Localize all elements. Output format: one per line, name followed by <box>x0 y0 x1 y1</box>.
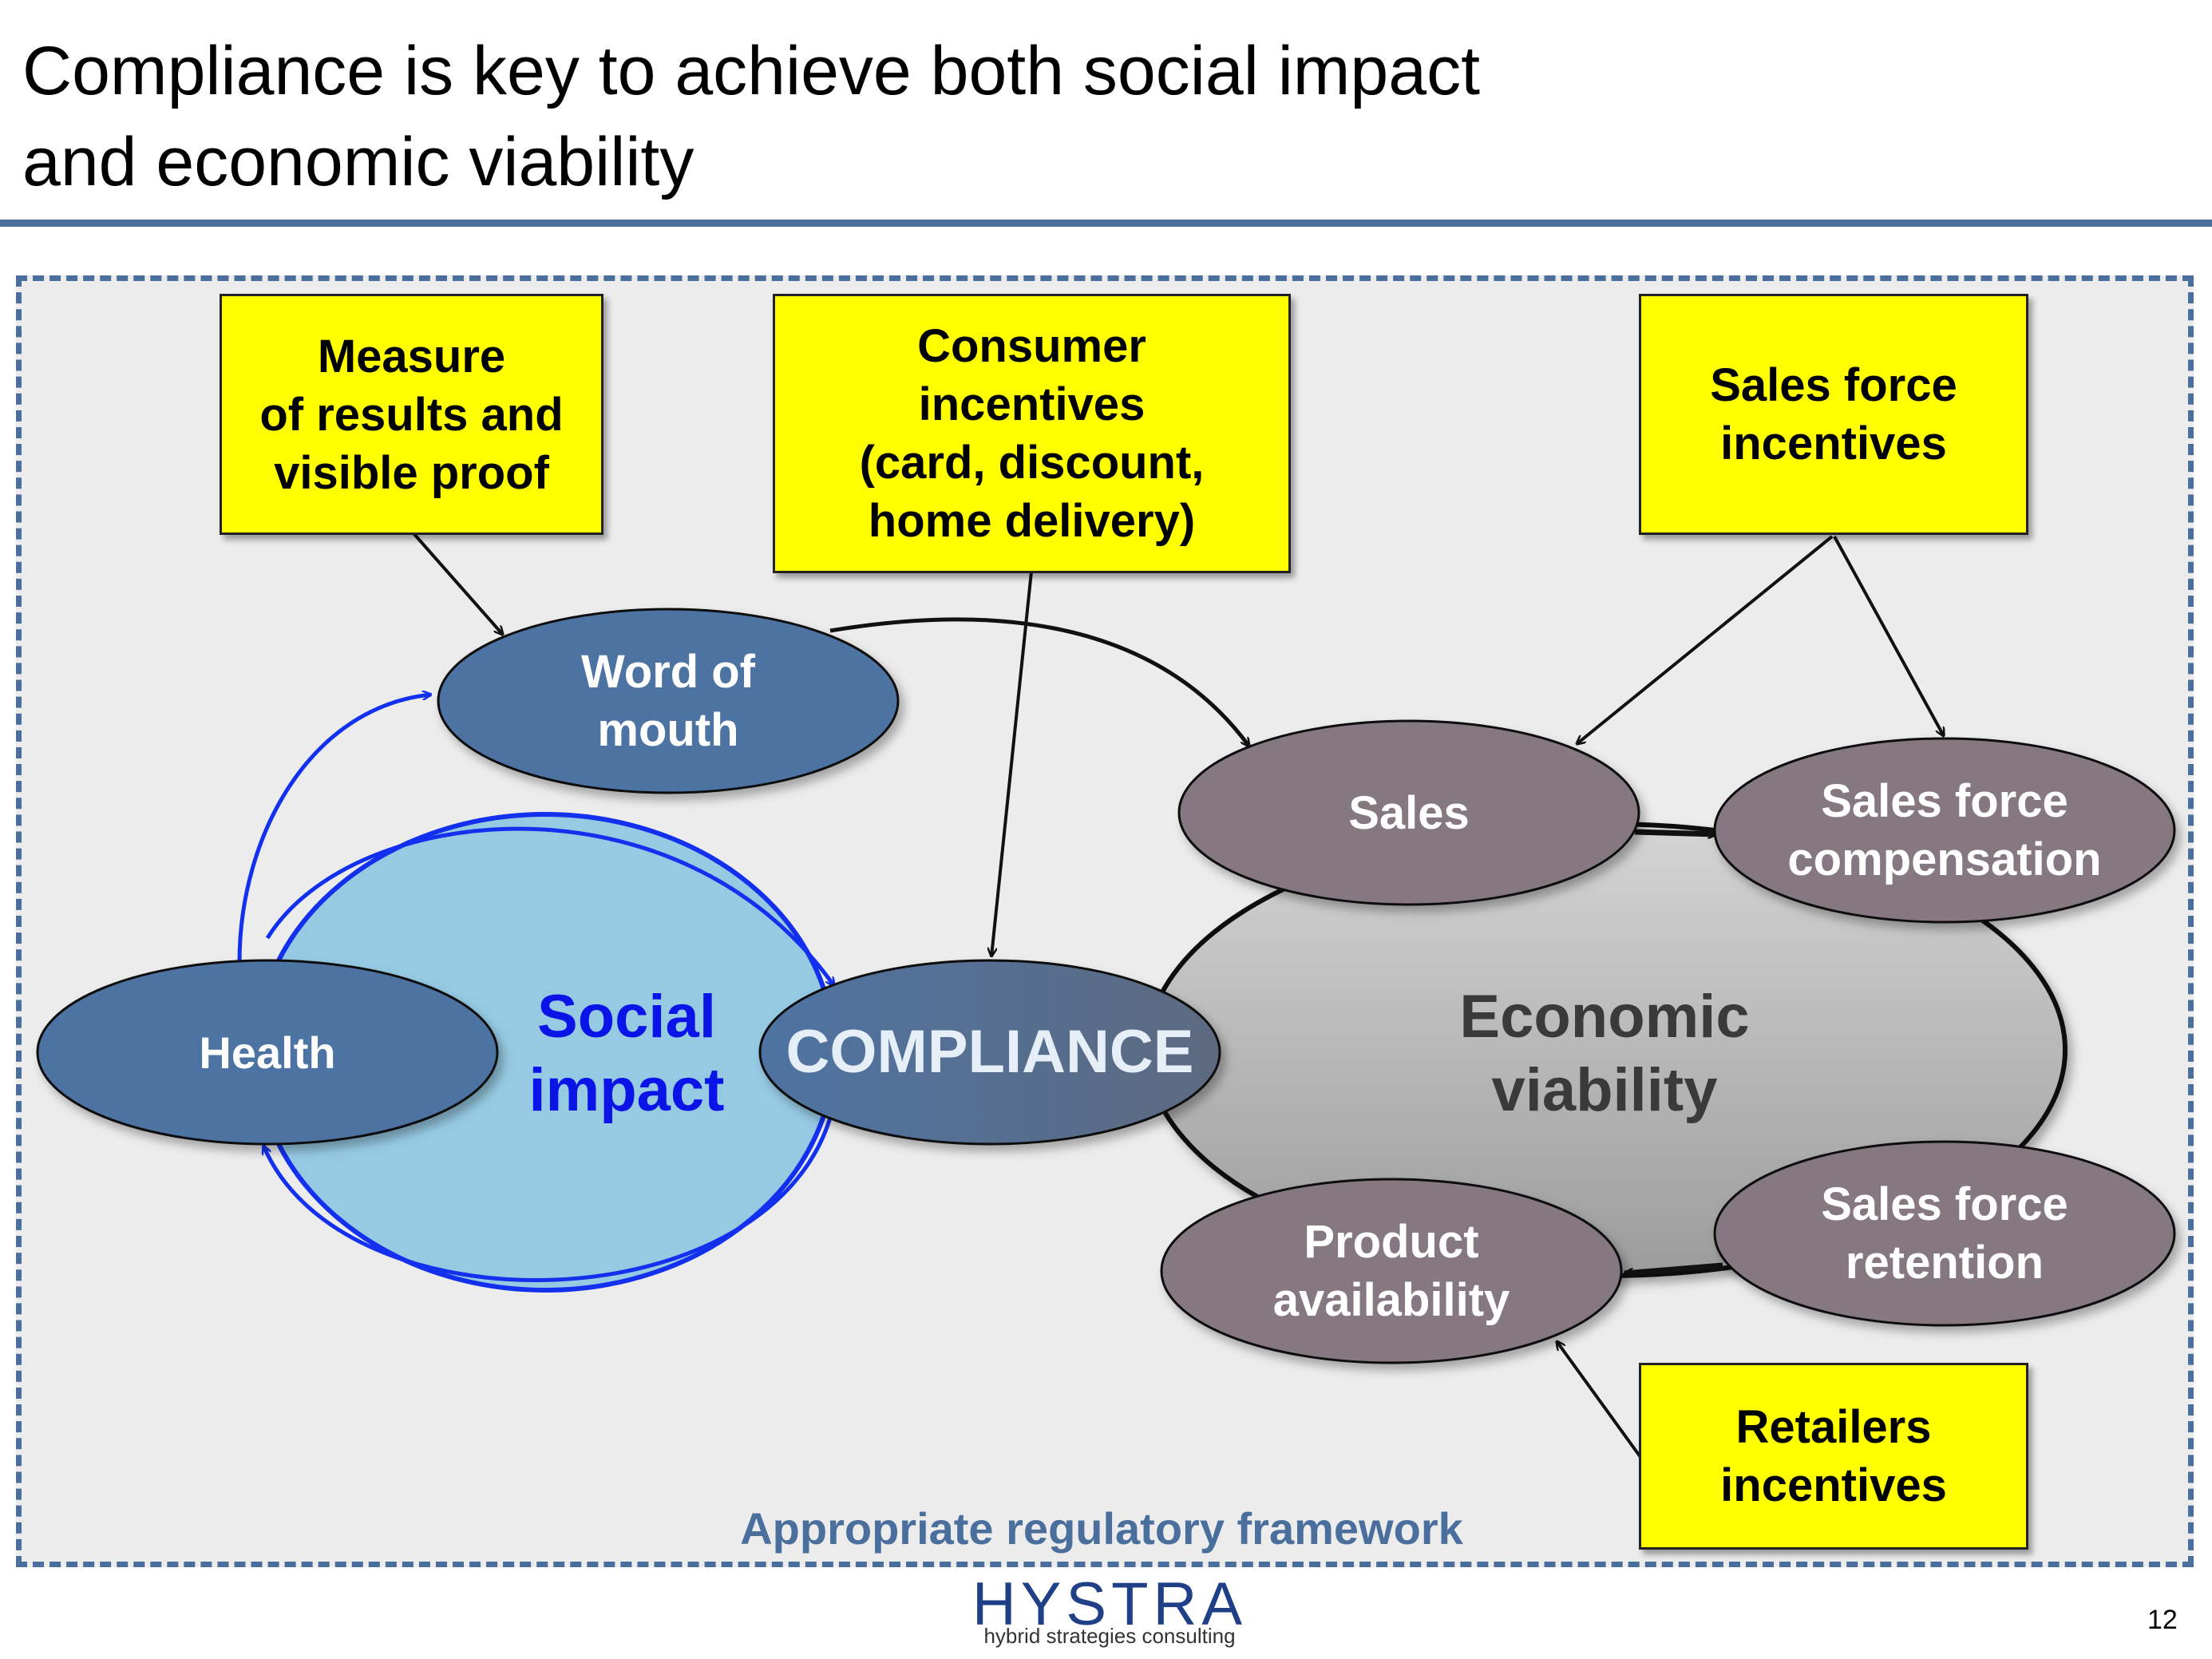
sales-force-compensation-label: Sales force compensation <box>1787 775 2102 885</box>
word-of-mouth-node <box>437 608 900 794</box>
arrow-consumer-to-compliance <box>991 571 1033 956</box>
compliance-label: COMPLIANCE <box>785 1018 1194 1086</box>
cycle-arrow-compliance-to-health <box>263 1117 833 1282</box>
product-availability-label: Product availability <box>1272 1216 1510 1326</box>
compliance-node <box>758 959 1221 1146</box>
arrow-sales-force-to-compensation <box>1833 536 1944 736</box>
slide-title: Compliance is key to achieve both social… <box>22 26 2178 208</box>
product-availability-node <box>1160 1178 1623 1364</box>
arrow-word-of-mouth-to-sales <box>829 617 1249 746</box>
economic-viability-label: Economic viability <box>1459 983 1750 1124</box>
arrow-sales-to-compensation <box>1634 829 1716 834</box>
measure-of-results-box: Measure of results and visible proof <box>220 294 603 535</box>
health-label: Health <box>199 1027 336 1078</box>
slide-title-line-1: Compliance is key to achieve both social… <box>22 33 1480 109</box>
retailers-incentives-box: Retailers incentives <box>1639 1363 2028 1550</box>
sales-force-compensation-node <box>1713 737 2176 924</box>
sales-force-retention-label: Sales force retention <box>1821 1178 2068 1289</box>
arrow-measure-to-word-of-mouth <box>412 532 503 635</box>
social-impact-label: Social impact <box>528 983 725 1124</box>
sales-label: Sales <box>1348 786 1470 839</box>
arrow-sales-force-to-sales <box>1577 535 1834 744</box>
sales-force-retention-node <box>1713 1140 2176 1327</box>
cycle-arrow-health-to-compliance <box>265 826 834 986</box>
slide-title-line-2: and economic viability <box>22 124 694 200</box>
logo-tagline: hybrid strategies consulting <box>983 1624 1236 1648</box>
arrow-health-to-word-of-mouth <box>237 695 431 963</box>
health-node <box>36 959 499 1146</box>
title-divider <box>0 220 2212 227</box>
arrow-retention-to-product <box>1624 1262 1723 1273</box>
sales-force-incentives-box: Sales force incentives <box>1639 294 2028 535</box>
logo-wordmark: HYSTRA <box>971 1570 1248 1638</box>
hystra-logo: HYSTRA hybrid strategies consulting <box>950 1573 1269 1653</box>
page-number: 12 <box>2147 1605 2178 1635</box>
sales-node <box>1177 719 1640 906</box>
consumer-incentives-box: Consumer incentives (card, discount, hom… <box>773 294 1291 573</box>
word-of-mouth-label: Word of mouth <box>581 646 755 756</box>
regulatory-framework-label: Appropriate regulatory framework <box>740 1503 1463 1554</box>
arrow-retailers-to-product <box>1557 1341 1642 1459</box>
